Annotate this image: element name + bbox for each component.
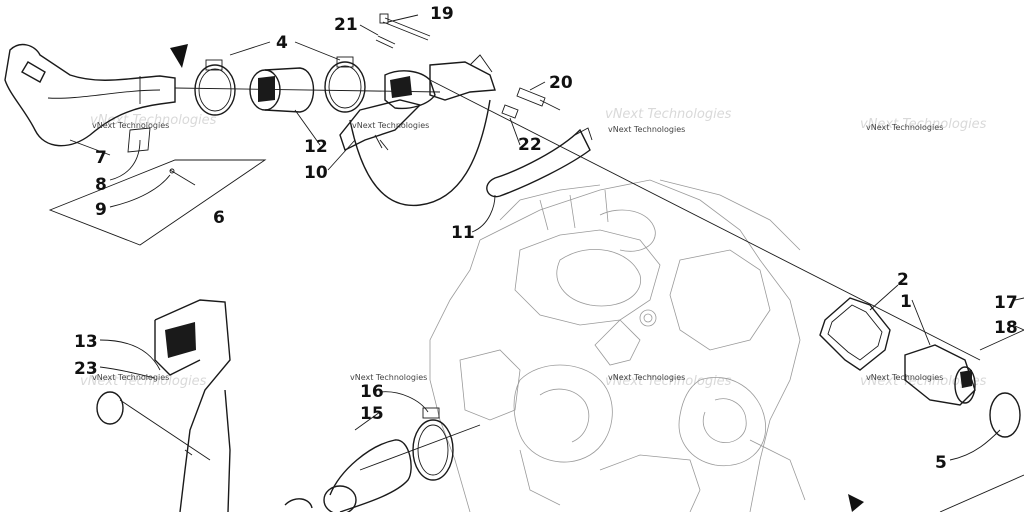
axis-lines bbox=[119, 79, 1024, 512]
callout-7: 7 bbox=[95, 148, 107, 168]
adapter-part-1 bbox=[904, 344, 976, 406]
callout-6: 6 bbox=[213, 208, 225, 228]
callout-16: 16 bbox=[360, 382, 384, 402]
duct-part-13 bbox=[154, 299, 231, 512]
watermark-label: vNext Technologies bbox=[92, 373, 169, 382]
callout-2: 2 bbox=[897, 270, 909, 290]
pin-part-22 bbox=[501, 104, 519, 119]
sleeve-part-12 bbox=[249, 67, 315, 113]
callout-18: 18 bbox=[994, 318, 1018, 338]
callout-19: 19 bbox=[430, 4, 454, 24]
callout-labels: 4 21 19 20 22 7 8 9 6 12 10 11 13 23 16 … bbox=[74, 4, 1018, 473]
callout-13: 13 bbox=[74, 332, 98, 352]
callout-15: 15 bbox=[360, 404, 384, 424]
watermark-label: vNext Technologies bbox=[866, 123, 943, 132]
clamp-part-5 bbox=[989, 392, 1021, 438]
callout-11: 11 bbox=[451, 223, 475, 243]
callout-4: 4 bbox=[276, 33, 288, 53]
watermark-faint: vNext Technologies bbox=[605, 107, 732, 122]
callout-23: 23 bbox=[74, 359, 98, 379]
hose-clip-part-11 bbox=[486, 127, 593, 198]
callout-8: 8 bbox=[95, 175, 107, 195]
watermark-label: vNext Technologies bbox=[866, 373, 943, 382]
clamp-part-4-right bbox=[324, 56, 366, 113]
direction-arrows bbox=[170, 44, 864, 512]
arrow-icon bbox=[848, 494, 864, 512]
clamp-part-4-left bbox=[194, 59, 236, 116]
callout-5: 5 bbox=[935, 453, 947, 473]
inline-watermarks: vNext Technologies vNext Technologies vN… bbox=[92, 121, 943, 382]
gasket-part-2 bbox=[819, 297, 891, 371]
watermark-faint: vNext Technologies bbox=[80, 374, 207, 389]
leader-lines bbox=[69, 14, 1024, 461]
bracket-part-6 bbox=[48, 159, 267, 246]
watermark-faint: vNext Technologies bbox=[605, 374, 732, 389]
clamp-bottom bbox=[284, 498, 313, 509]
bolt-part-21 bbox=[375, 35, 396, 49]
watermark-faint: vNext Technologies bbox=[860, 117, 987, 132]
clamp-part-23 bbox=[96, 391, 124, 425]
callout-12: 12 bbox=[304, 137, 328, 157]
callout-9: 9 bbox=[95, 200, 107, 220]
clamp-part-16 bbox=[412, 407, 454, 481]
callout-17: 17 bbox=[994, 293, 1018, 313]
callout-22: 22 bbox=[518, 135, 542, 155]
intake-boot-part-7 bbox=[4, 43, 176, 153]
watermark-label: vNext Technologies bbox=[608, 373, 685, 382]
intake-elbow-part-10 bbox=[339, 54, 496, 207]
callout-21: 21 bbox=[334, 15, 358, 35]
callout-10: 10 bbox=[304, 163, 328, 183]
watermark-label: vNext Technologies bbox=[608, 125, 685, 134]
coupler-part-15 bbox=[323, 439, 412, 512]
watermark-label: vNext Technologies bbox=[352, 121, 429, 130]
pin-part-20 bbox=[516, 87, 546, 107]
watermark-label: vNext Technologies bbox=[350, 373, 427, 382]
callout-20: 20 bbox=[549, 73, 573, 93]
watermark-label: vNext Technologies bbox=[92, 121, 169, 130]
engine-block-illustration bbox=[429, 179, 806, 512]
watermark-faint: vNext Technologies bbox=[90, 113, 217, 128]
pin-part-9 bbox=[169, 168, 196, 186]
callout-1: 1 bbox=[900, 292, 912, 312]
arrow-icon bbox=[170, 44, 188, 68]
